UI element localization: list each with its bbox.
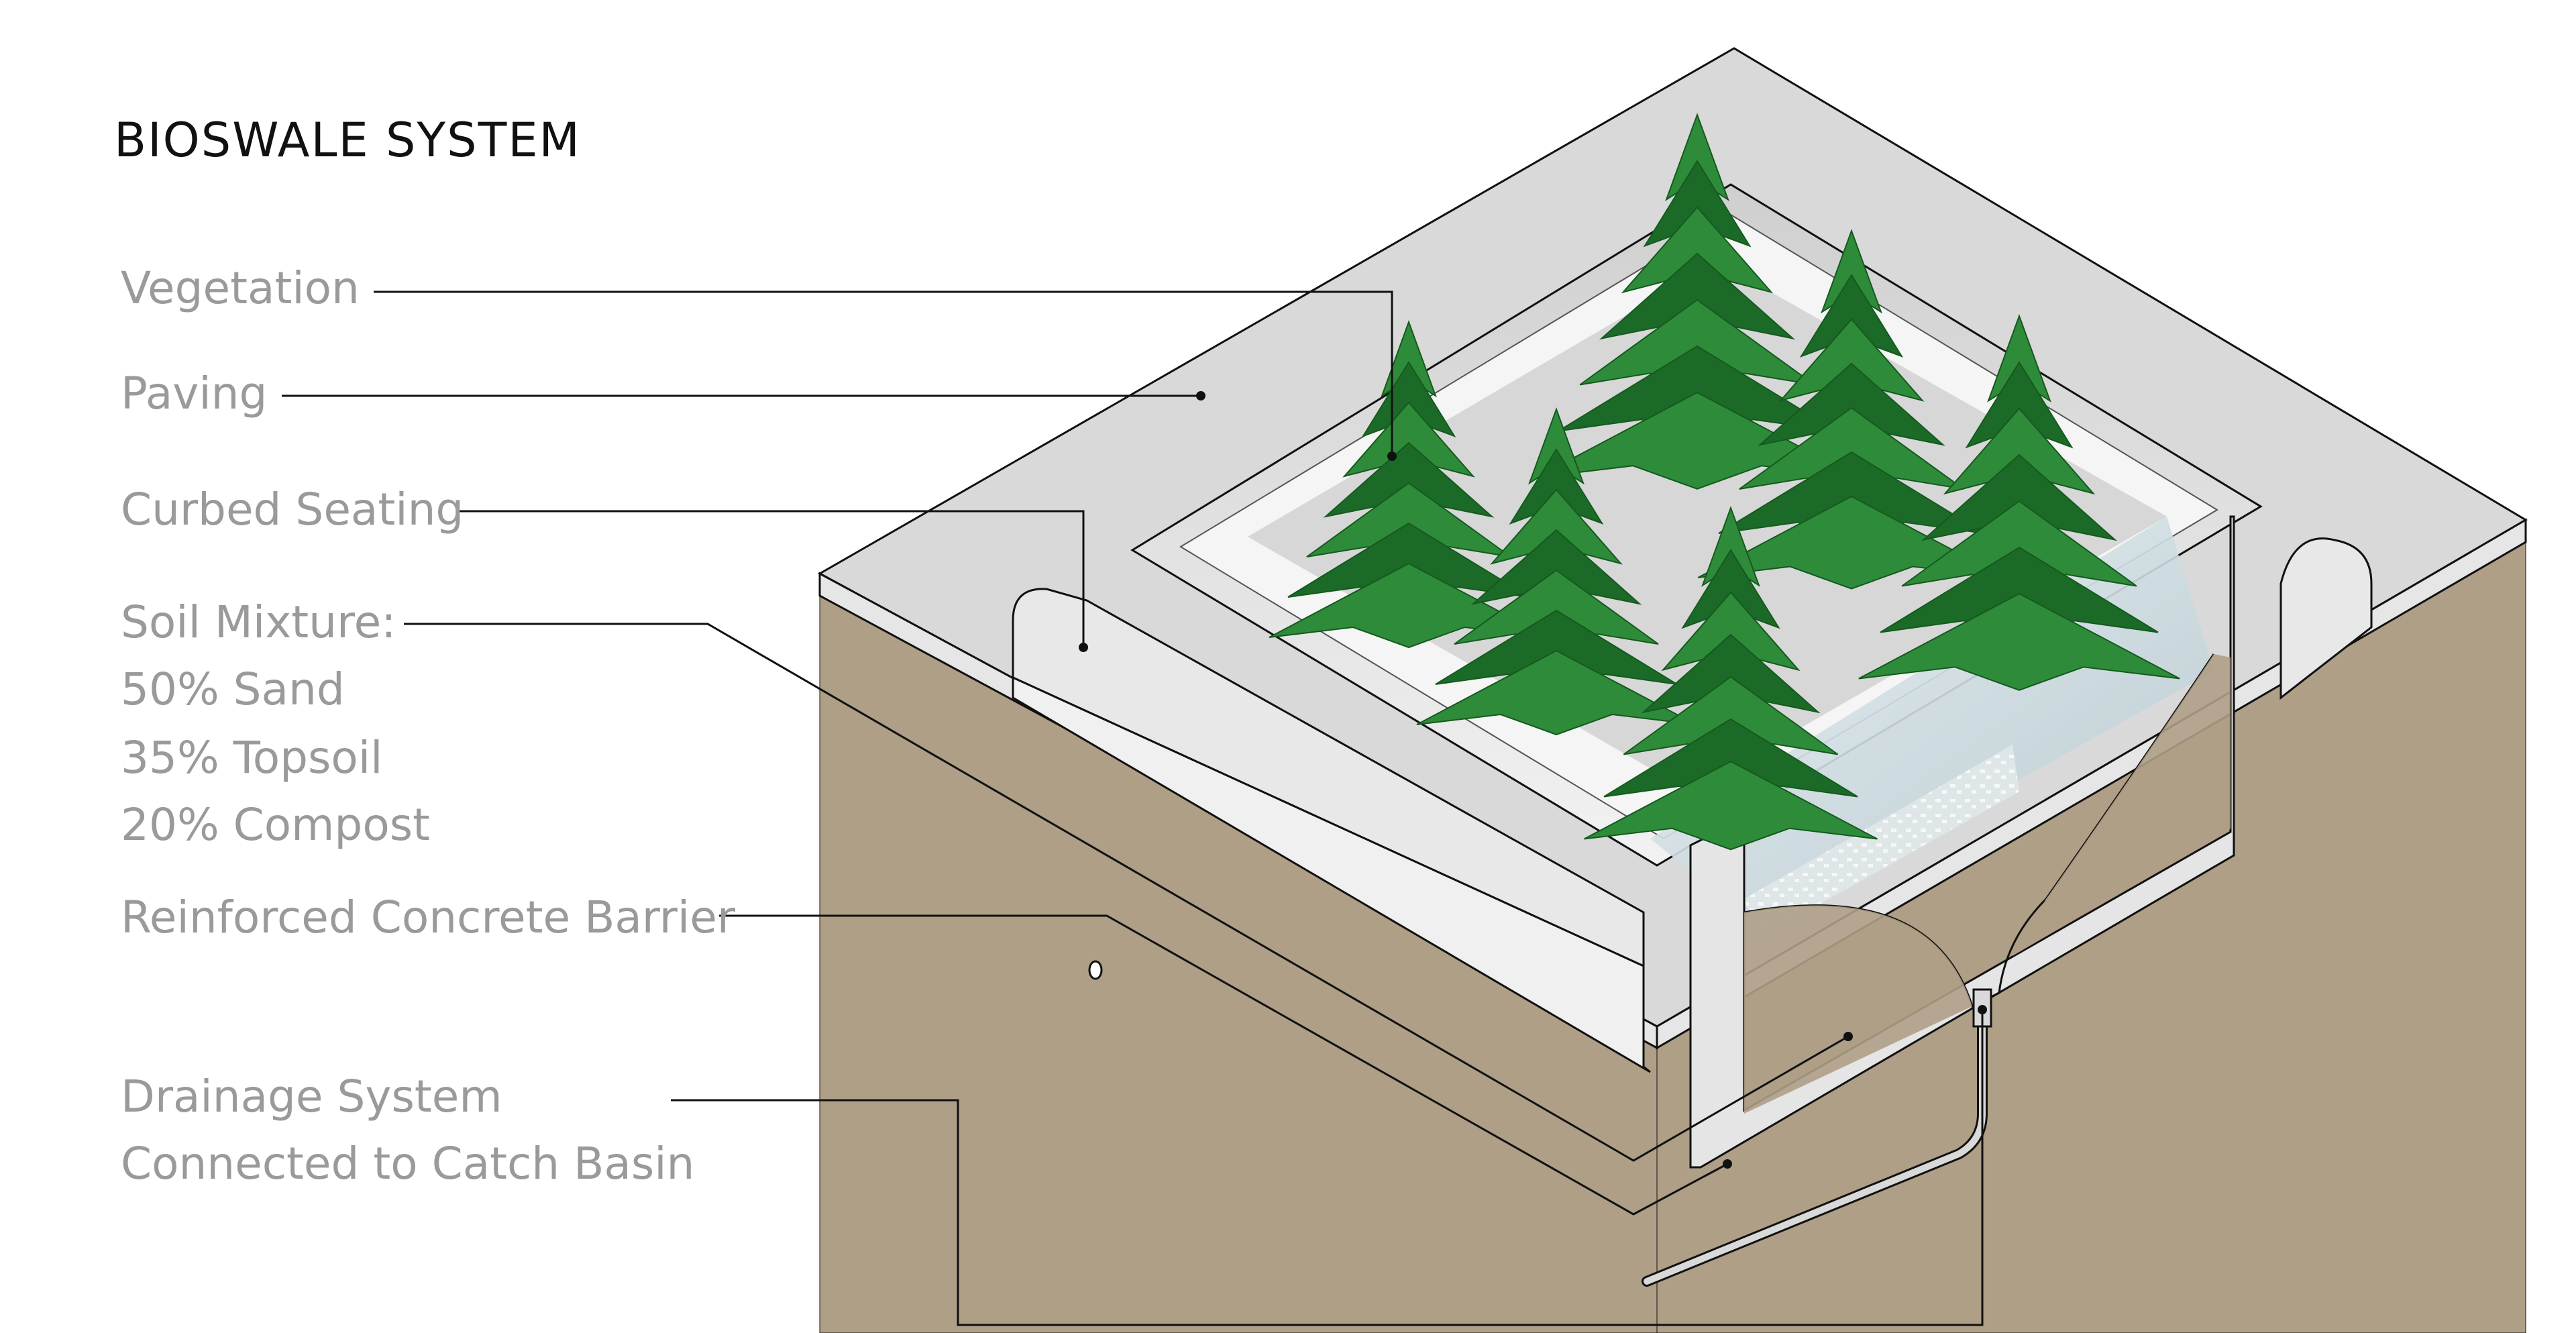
leader-dots [1079,391,1987,1169]
label-drainage: Drainage System [121,1071,502,1122]
label-vegetation: Vegetation [121,262,360,314]
leader-vegetation [374,290,1393,456]
tree [1536,113,1858,490]
tree [1858,314,2180,691]
leader-curbed-seating [458,510,1085,647]
leader-drainage [671,1006,1984,1326]
vegetation-trees [1269,113,2180,851]
concrete-barrier-section [1689,515,2235,1169]
label-soil-topsoil: 35% Topsoil [121,732,383,784]
label-curbed-seating: Curbed Seating [121,484,464,535]
tree [1697,229,2006,590]
label-drainage-basin: Connected to Catch Basin [121,1138,695,1189]
label-paving: Paving [121,368,268,419]
label-soil-compost: 20% Compost [121,799,430,851]
diagram-title: BIOSWALE SYSTEM [114,113,581,168]
curbed-seating [1012,537,2373,1073]
outlet-marker [1088,960,1103,980]
label-soil-mixture: Soil Mixture: [121,596,396,648]
tree [1584,506,1878,851]
leader-concrete-barrier [719,914,1728,1216]
label-soil-sand: 50% Sand [121,663,345,715]
label-concrete-barrier: Reinforced Concrete Barrier [121,892,735,943]
leader-soil-mixture [404,623,1849,1162]
leader-lines [282,290,1984,1326]
